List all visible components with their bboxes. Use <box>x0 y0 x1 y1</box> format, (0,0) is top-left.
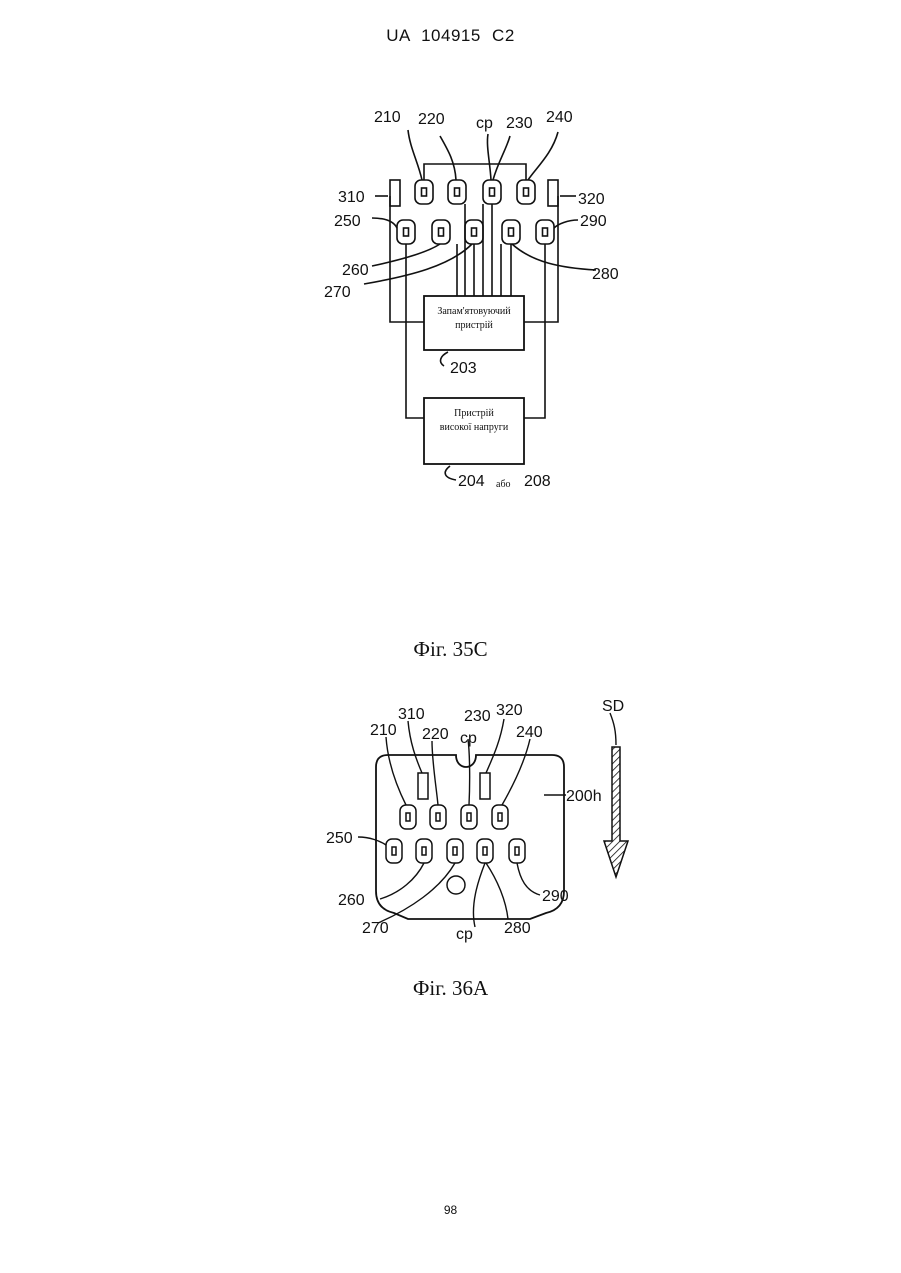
label-270: 270 <box>324 284 351 301</box>
figure-35c-caption: Фіг. 35C <box>0 637 901 662</box>
contact-270 <box>465 220 483 244</box>
patent-header: UA 104915 C2 <box>0 26 901 46</box>
contact-210 <box>415 180 433 204</box>
figure-36a-caption: Фіг. 36A <box>0 976 901 1001</box>
contact-260 <box>432 220 450 244</box>
contact-290 <box>536 220 554 244</box>
label-310: 310 <box>338 189 365 206</box>
memory-box-line2: пристрій <box>455 320 493 331</box>
page-number: 98 <box>0 1203 901 1217</box>
label-250: 250 <box>326 830 353 847</box>
pad-310 <box>390 180 400 206</box>
label-230: 230 <box>464 708 491 725</box>
contact-240 <box>517 180 535 204</box>
label-240: 240 <box>546 109 573 126</box>
label-or: або <box>496 479 511 490</box>
contact-cp-top <box>461 805 477 829</box>
hv-box-line1: Пристрій <box>454 408 494 419</box>
label-cp: cp <box>476 115 493 132</box>
contact-260 <box>416 839 432 863</box>
contact-cp <box>483 180 501 204</box>
label-320: 320 <box>578 191 605 208</box>
contact-240 <box>492 805 508 829</box>
label-280: 280 <box>592 266 619 283</box>
label-cp-top: cp <box>460 730 477 747</box>
label-310: 310 <box>398 706 425 723</box>
label-cp-bottom: cp <box>456 926 473 943</box>
contact-220 <box>448 180 466 204</box>
label-204: 204 <box>458 473 485 490</box>
label-203: 203 <box>450 360 477 377</box>
label-220: 220 <box>418 111 445 128</box>
hv-box-line2: високої напруги <box>440 422 509 433</box>
label-sd: SD <box>602 698 624 715</box>
contact-290 <box>509 839 525 863</box>
label-260: 260 <box>338 892 365 909</box>
label-290: 290 <box>580 213 607 230</box>
memory-box-line1: Запам'ятовуючий <box>437 306 511 317</box>
label-260: 260 <box>342 262 369 279</box>
label-210: 210 <box>374 109 401 126</box>
label-208: 208 <box>524 473 551 490</box>
label-230: 230 <box>506 115 533 132</box>
contact-cp-bottom <box>477 839 493 863</box>
pad-320 <box>480 773 490 799</box>
slide-direction-arrow <box>604 747 628 877</box>
figure-35c-diagram: Запам'ятовуючий пристрій Пристрій високо… <box>300 100 640 500</box>
label-290: 290 <box>542 888 569 905</box>
locating-hole <box>447 876 465 894</box>
label-200h: 200h <box>566 788 602 805</box>
label-220: 220 <box>422 726 449 743</box>
label-210: 210 <box>370 722 397 739</box>
contact-250 <box>397 220 415 244</box>
contact-280 <box>502 220 520 244</box>
figure-36a-diagram: 310 230 320 210 220 cp 240 200h 250 260 … <box>320 695 650 945</box>
contact-250 <box>386 839 402 863</box>
pad-310 <box>418 773 428 799</box>
label-270: 270 <box>362 920 389 937</box>
label-240: 240 <box>516 724 543 741</box>
contact-270 <box>447 839 463 863</box>
pad-320 <box>548 180 558 206</box>
label-280: 280 <box>504 920 531 937</box>
label-250: 250 <box>334 213 361 230</box>
contact-210 <box>400 805 416 829</box>
label-320: 320 <box>496 702 523 719</box>
contact-220 <box>430 805 446 829</box>
